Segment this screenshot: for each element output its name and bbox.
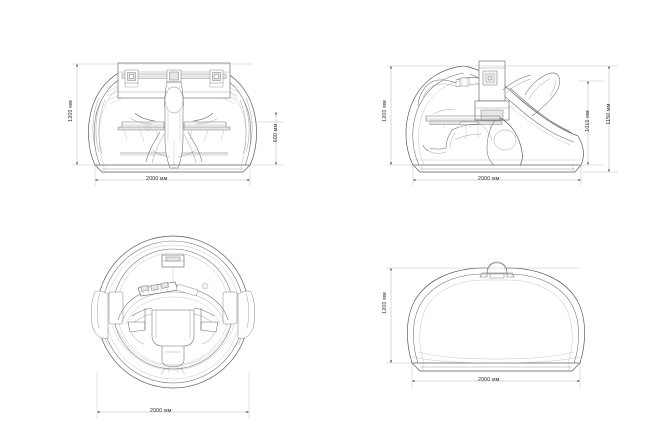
dim-label-side-height: 1200 мм	[382, 100, 388, 122]
plan-view-geometry	[91, 235, 255, 389]
rear-view-dimensions	[386, 267, 581, 388]
side-view-geometry	[405, 60, 584, 173]
dim-label-front-width: 2000 мм	[146, 176, 168, 182]
dim-label-plan-diameter: 2000 мм	[150, 408, 172, 414]
dim-label-front-seat-height: 600 мм	[273, 123, 279, 143]
plan-view-dimensions	[96, 372, 250, 418]
dim-label-side-overall-height: 1150 мм	[606, 103, 612, 125]
dim-label-front-height: 1200 мм	[68, 100, 74, 122]
dim-label-side-inner-height: 1010 мм	[585, 110, 591, 132]
front-view-dimensions	[72, 63, 284, 186]
front-view-geometry	[88, 62, 257, 173]
rear-view-geometry	[407, 261, 585, 372]
side-view-dimensions	[386, 65, 618, 186]
dim-label-rear-width: 2000 мм	[478, 377, 500, 383]
dim-label-rear-height: 1200 мм	[382, 292, 388, 314]
dim-label-side-length: 2000 мм	[478, 176, 500, 182]
